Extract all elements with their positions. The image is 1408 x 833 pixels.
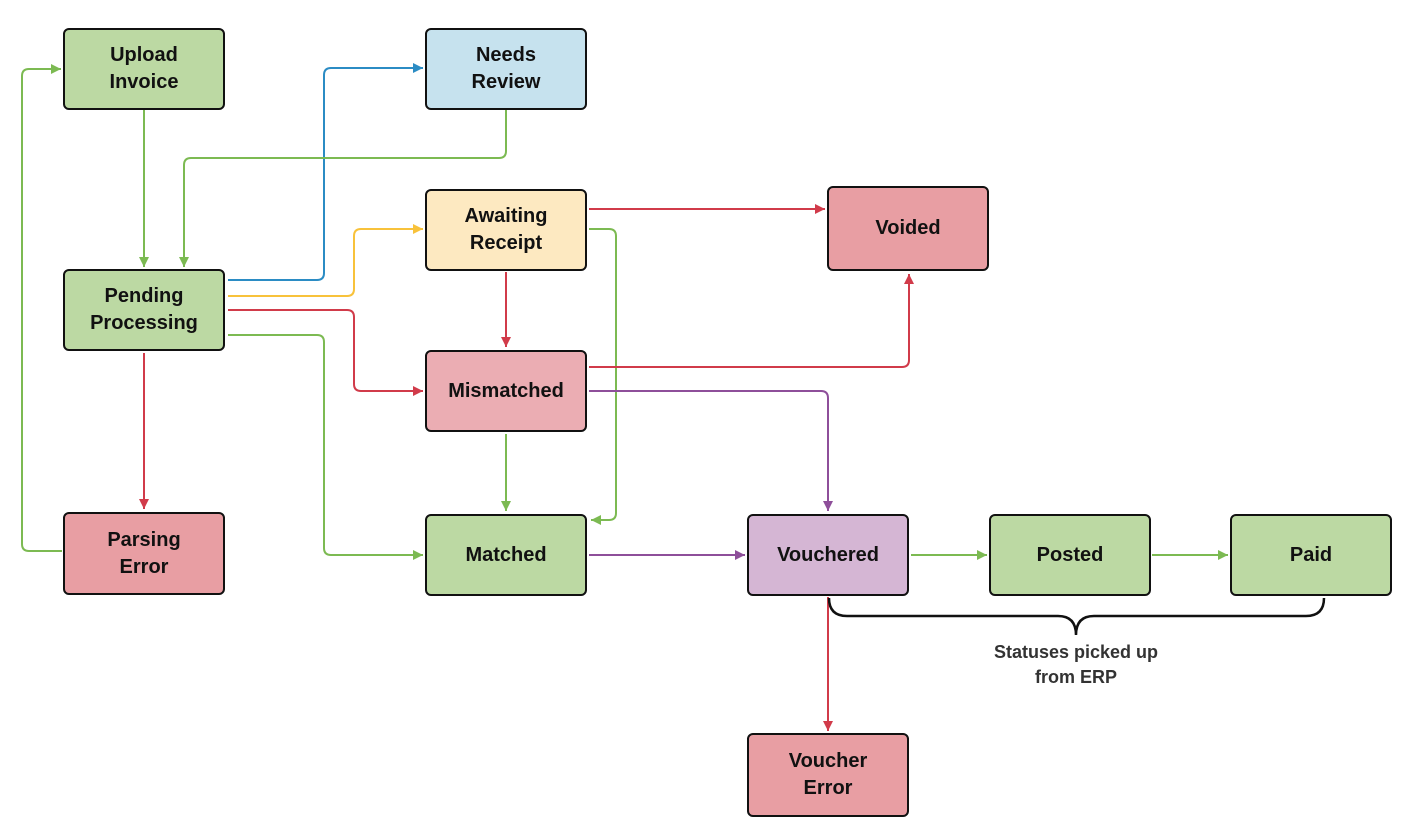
node-vouchered: Vouchered (747, 514, 909, 596)
edge-needs-review-to-pending (179, 110, 507, 267)
edge-pending-to-mismatched (228, 309, 423, 396)
node-parsing-error: Parsing Error (63, 512, 225, 595)
edge-pending-to-needs-review (228, 63, 423, 281)
node-voucher-error: Voucher Error (747, 733, 909, 817)
edge-pending-to-awaiting (228, 224, 423, 297)
erp-brace (827, 597, 1326, 636)
node-matched: Matched (425, 514, 587, 596)
node-posted: Posted (989, 514, 1151, 596)
node-awaiting-receipt: Awaiting Receipt (425, 189, 587, 271)
edge-awaiting-to-matched (589, 228, 617, 525)
node-paid: Paid (1230, 514, 1392, 596)
node-needs-review: Needs Review (425, 28, 587, 110)
node-pending-processing: Pending Processing (63, 269, 225, 351)
edge-mismatched-to-vouchered (589, 390, 833, 511)
edge-parsing-error-to-upload (21, 64, 62, 552)
node-mismatched: Mismatched (425, 350, 587, 432)
node-upload-invoice: Upload Invoice (63, 28, 225, 110)
edge-pending-to-matched (228, 334, 423, 560)
edge-mismatched-to-voided (589, 274, 914, 368)
erp-annotation: Statuses picked up from ERP (993, 642, 1159, 687)
node-voided: Voided (827, 186, 989, 271)
